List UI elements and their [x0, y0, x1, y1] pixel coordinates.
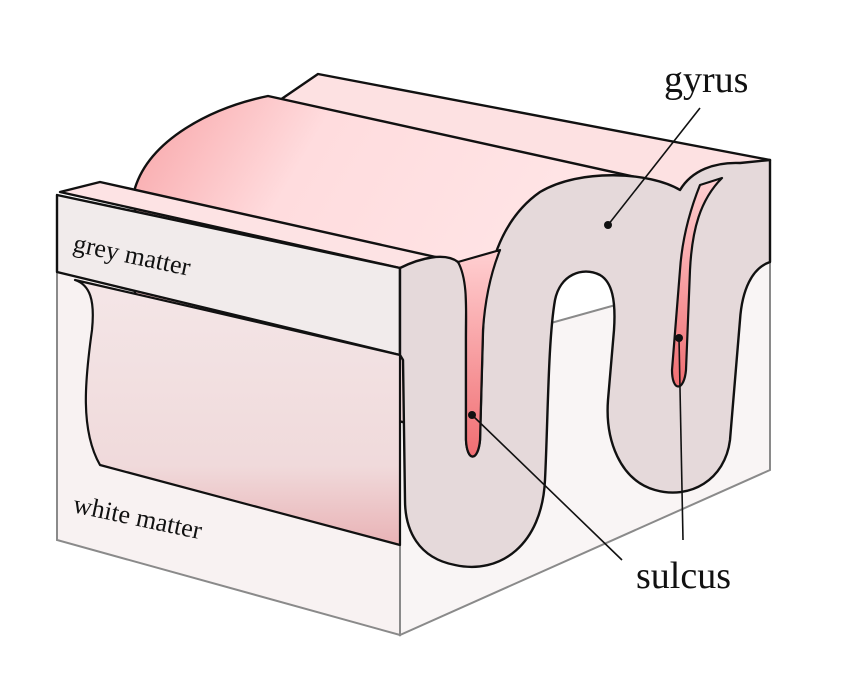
sulcus-left-channel — [456, 248, 502, 458]
gyrus-leader-line — [607, 107, 701, 226]
gyrus-marker-dot — [604, 221, 612, 229]
sulcus-leader-line-right — [678, 337, 684, 541]
gyrus-label: gyrus — [664, 59, 748, 101]
sulcus-marker-dot-right — [675, 334, 683, 342]
sulcus-marker-dot-left — [468, 411, 476, 419]
sulcus-leader-line-left — [471, 414, 623, 561]
sulcus-label: sulcus — [636, 555, 731, 597]
sulcus-annotation: sulcus — [468, 334, 731, 597]
gyrus-annotation: gyrus — [604, 59, 748, 229]
white-matter-inner-face — [73, 278, 410, 547]
